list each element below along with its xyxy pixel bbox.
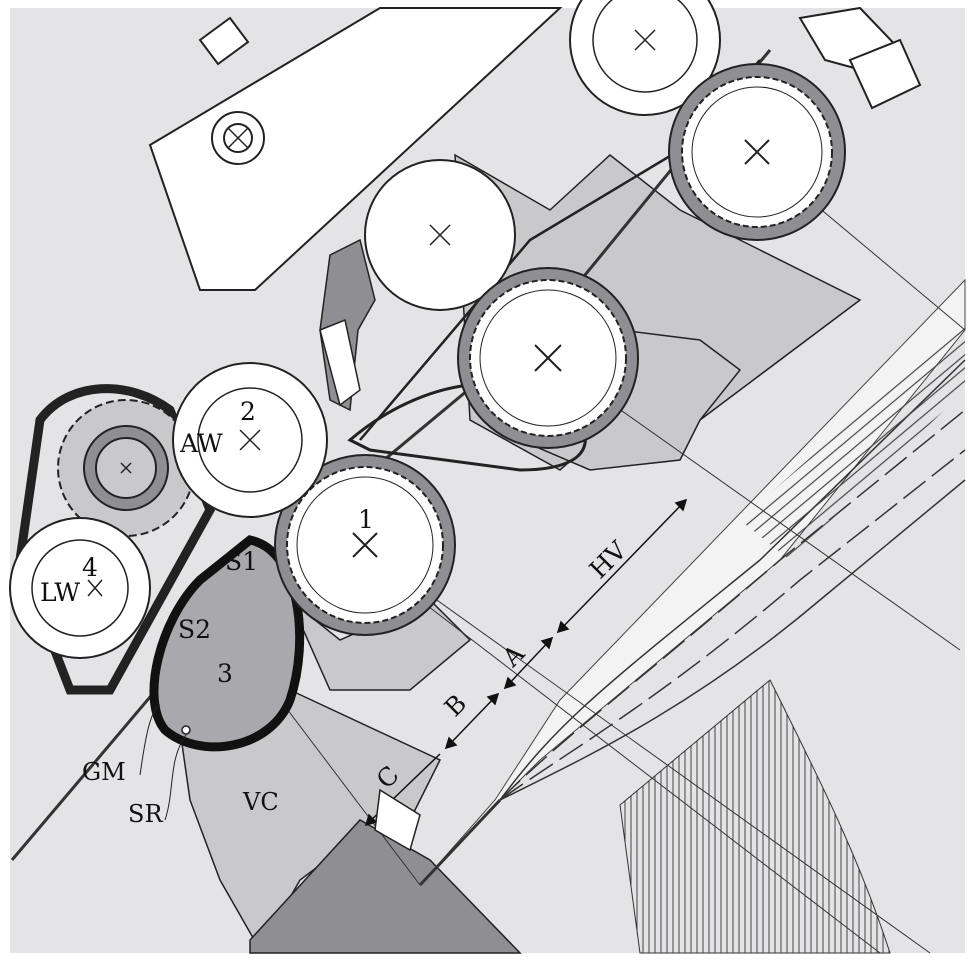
- roller-1: 1: [274, 454, 456, 636]
- roller-1-label: 1: [358, 505, 374, 534]
- bolt-top-right: [798, 6, 922, 110]
- lw-label: LW: [40, 578, 80, 607]
- guide-clip-inner: [319, 318, 361, 407]
- top-roller-upper-right: [569, 0, 721, 116]
- gm-leader: [139, 704, 161, 776]
- roller-3-label: 3: [217, 659, 233, 688]
- vc-label: VC: [242, 788, 279, 816]
- sr-leader: [164, 734, 187, 821]
- fluted-roller-upper-right: [668, 63, 846, 241]
- s2-label: S2: [178, 615, 211, 644]
- middle-top-roller: [364, 159, 516, 311]
- vc-block: [374, 788, 421, 852]
- middle-fluted-roller: [457, 267, 639, 449]
- sr-label: SR: [128, 800, 163, 828]
- fiber-fan-hatch: [619, 679, 891, 954]
- roller-2-aw: 2 AW: [172, 362, 328, 518]
- gm-label: GM: [82, 758, 126, 786]
- dimension-arrows: [364, 498, 688, 827]
- roller-4-lw: 4 LW: [9, 517, 151, 659]
- top-frame: [148, 7, 563, 291]
- aw-label: AW: [179, 429, 223, 458]
- fiber-sheet-hatch: [740, 320, 965, 560]
- drive-gear: [57, 399, 195, 537]
- roller-2-label: 2: [240, 397, 256, 426]
- roller-4-label: 4: [82, 553, 98, 582]
- s1-label: S1: [225, 547, 258, 576]
